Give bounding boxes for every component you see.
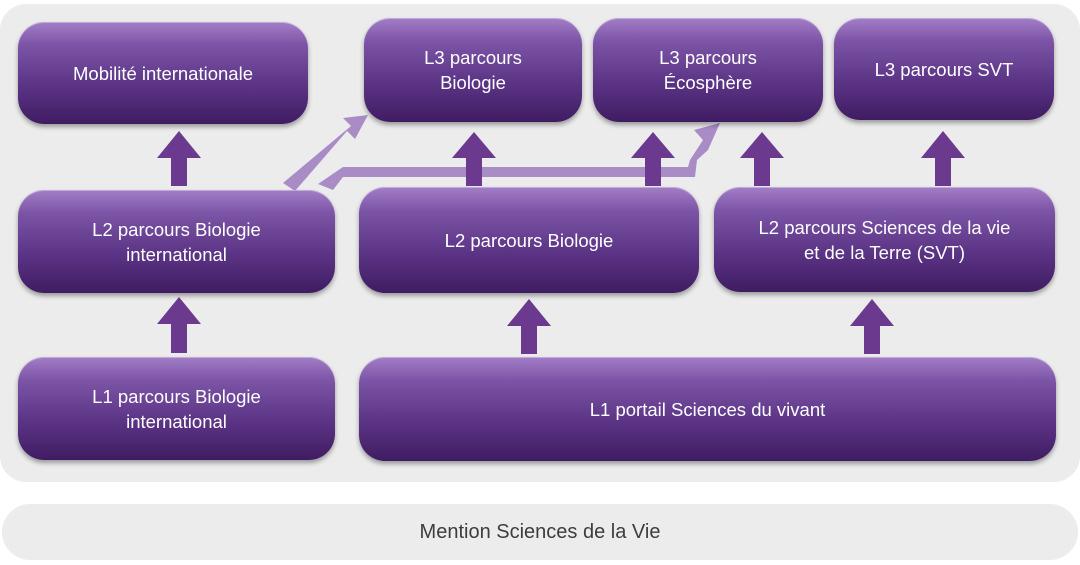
arrow-l2-bio-intl-to-l3-ecosphere [318, 123, 720, 190]
arrow-l1-portail-to-l2-biologie [507, 299, 551, 354]
mention-banner: Mention Sciences de la Vie [2, 504, 1078, 560]
node-l2-biologie: L2 parcours Biologie [359, 187, 699, 293]
arrow-l2-bio-intl-to-l3-biologie [283, 115, 368, 191]
node-l3-svt: L3 parcours SVT [834, 18, 1054, 120]
node-label: L2 parcours Biologie [444, 229, 614, 251]
arrow-l2-bio-intl-to-mobilite [157, 131, 201, 186]
node-label: L3 parcours SVT [874, 58, 1014, 80]
node-label: L2 parcours Sciences de la vie et de la … [758, 216, 1011, 263]
node-l3-ecosphere: L3 parcours Écosphère [593, 18, 823, 122]
node-label: L1 parcours Biologie international [92, 385, 261, 432]
node-label: L3 parcours Biologie [424, 47, 522, 93]
node-l1-portail-sciences-du-vivant: L1 portail Sciences du vivant [359, 357, 1056, 461]
arrow-l2-biologie-to-l3-ecosphere [631, 132, 675, 186]
node-label: L2 parcours Biologie international [92, 218, 261, 265]
arrow-l2-svt-to-l3-svt [921, 131, 965, 186]
node-mobilite-internationale: Mobilité internationale [18, 22, 308, 124]
arrow-l1-bio-intl-to-l2-bio-intl [157, 297, 201, 353]
node-l3-biologie: L3 parcours Biologie [364, 18, 582, 122]
arrow-l2-svt-to-l3-ecosphere [740, 132, 784, 186]
node-l1-biologie-international: L1 parcours Biologie international [18, 357, 335, 460]
node-l2-svt: L2 parcours Sciences de la vie et de la … [714, 187, 1055, 292]
node-label: L3 parcours Écosphère [659, 47, 757, 93]
node-label: L1 portail Sciences du vivant [589, 398, 826, 420]
mention-label: Mention Sciences de la Vie [419, 520, 661, 543]
node-label: Mobilité internationale [73, 62, 253, 84]
arrow-l1-portail-to-l2-svt [850, 299, 894, 354]
node-l2-biologie-international: L2 parcours Biologie international [18, 190, 335, 293]
arrow-l2-biologie-to-l3-biologie [452, 132, 496, 186]
